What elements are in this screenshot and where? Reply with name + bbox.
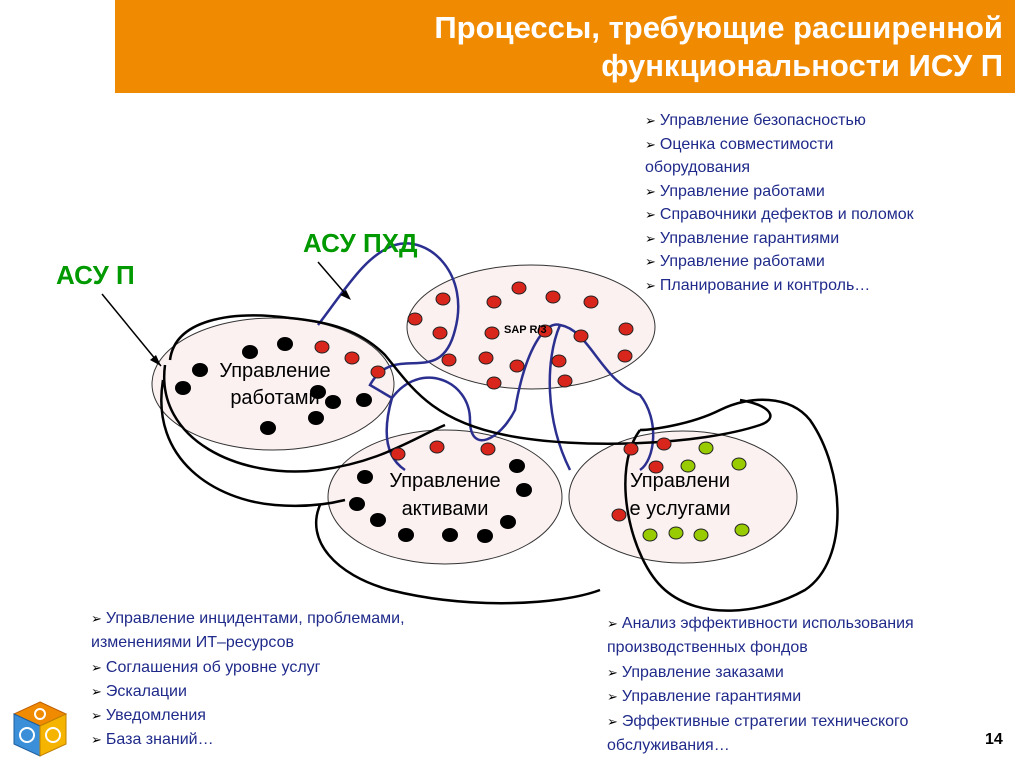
list-item: ➢Управление инцидентами, проблемами, xyxy=(91,610,405,627)
list-item: ➢Уведомления xyxy=(91,707,206,725)
arrow-bullet-icon: ➢ xyxy=(645,277,656,293)
asu-phd-arrowhead xyxy=(340,290,351,300)
asset-efficiency-functions-list: ➢Анализ эффективности использования прои… xyxy=(607,612,914,758)
arrow-bullet-icon: ➢ xyxy=(91,659,102,675)
asset-management-label-2: активами xyxy=(402,498,489,520)
it-service-functions-list: ➢Управление инцидентами, проблемами, изм… xyxy=(91,607,405,753)
asset-management-ellipse xyxy=(327,429,563,565)
asu-p-boundary-2 xyxy=(160,379,346,508)
sap-dots xyxy=(407,281,634,390)
asu-p-boundary-5 xyxy=(624,398,839,612)
list-item: оборудования xyxy=(645,159,751,176)
asu-p-boundary-1 xyxy=(168,314,772,445)
slide-title-line-2: функциональности ИСУ П xyxy=(601,48,1003,83)
service-management-label-1: Управлени xyxy=(630,470,730,492)
arrow-bullet-icon: ➢ xyxy=(645,183,656,199)
arrow-bullet-icon: ➢ xyxy=(91,732,102,748)
arrow-bullet-icon: ➢ xyxy=(645,254,656,269)
list-item: изменениями ИТ–ресурсов xyxy=(91,634,294,652)
asu-p-boundary-3 xyxy=(162,364,446,473)
list-item: ➢Соглашения об уровне услуг xyxy=(91,658,321,676)
asset-management-label-1: Управление xyxy=(389,470,500,492)
arrow-bullet-icon: ➢ xyxy=(607,713,618,729)
list-item: ➢Управление гарантиями xyxy=(645,229,840,247)
arrow-bullet-icon: ➢ xyxy=(645,113,656,128)
arrow-bullet-icon: ➢ xyxy=(91,708,102,724)
list-item: ➢Эффективные стратегии технического xyxy=(607,712,909,730)
list-item: ➢Оценка совместимости xyxy=(645,135,834,153)
service-management-label-2: е услугами xyxy=(629,498,730,520)
asset-management-red-dots xyxy=(390,440,496,461)
list-item: ➢Анализ эффективности использования xyxy=(607,615,914,632)
asu-phd-label: АСУ ПХД xyxy=(303,228,418,258)
sap-label: SAP R/3 xyxy=(504,324,547,336)
service-management-red-dots xyxy=(611,437,672,522)
list-item: ➢Управление безопасностью xyxy=(645,112,866,129)
work-management-ellipse xyxy=(151,317,395,451)
work-management-black-dots xyxy=(175,337,372,435)
list-item: ➢Эскалации xyxy=(91,682,187,700)
work-management-label-1: Управление xyxy=(219,360,330,382)
list-item: ➢Планирование и контроль… xyxy=(645,276,871,294)
work-management-red-dots xyxy=(314,340,386,379)
list-item: ➢Управление гарантиями xyxy=(607,688,802,706)
list-item: обслуживания… xyxy=(607,737,730,755)
arrow-bullet-icon: ➢ xyxy=(91,611,102,626)
asu-p-boundary-4 xyxy=(314,504,601,605)
arrow-bullet-icon: ➢ xyxy=(607,664,618,680)
arrow-bullet-icon: ➢ xyxy=(645,230,656,246)
list-item: ➢Управление заказами xyxy=(607,663,784,681)
list-item: ➢Управление работами xyxy=(645,182,825,200)
title-bar: Процессы, требующие расширенной функцион… xyxy=(115,0,1015,93)
page-number: 14 xyxy=(985,731,1003,748)
list-item: ➢База знаний… xyxy=(91,731,214,749)
arrow-bullet-icon: ➢ xyxy=(607,689,618,705)
service-management-green-dots xyxy=(642,441,750,542)
list-item: ➢Управление работами xyxy=(645,253,825,270)
arrow-bullet-icon: ➢ xyxy=(607,616,618,631)
asu-p-arrowhead xyxy=(150,355,161,366)
security-functions-list: ➢Управление безопасностью ➢Оценка совмес… xyxy=(645,109,914,297)
work-management-label-2: работами xyxy=(230,387,319,409)
company-logo-icon xyxy=(12,701,68,757)
list-item: ➢Справочники дефектов и поломок xyxy=(645,206,914,223)
service-management-ellipse xyxy=(568,430,798,564)
arrow-bullet-icon: ➢ xyxy=(645,207,656,222)
asset-management-black-dots xyxy=(349,459,532,543)
asu-phd-boundary xyxy=(317,242,655,472)
list-item: производственных фондов xyxy=(607,639,808,657)
asu-p-arrow xyxy=(101,293,162,367)
arrow-bullet-icon: ➢ xyxy=(91,683,102,699)
asu-p-label: АСУ П xyxy=(56,260,135,290)
arrow-bullet-icon: ➢ xyxy=(645,136,656,152)
slide-title-line-1: Процессы, требующие расширенной xyxy=(434,10,1003,45)
